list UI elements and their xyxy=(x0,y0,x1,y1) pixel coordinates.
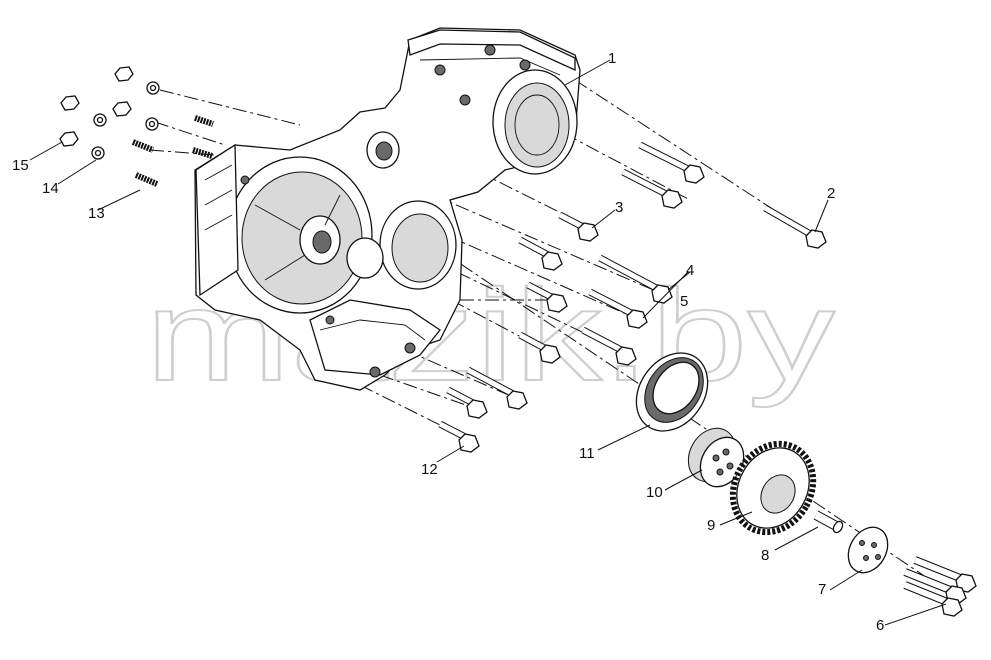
callout-13: 13 xyxy=(88,205,105,222)
leader-lines xyxy=(29,59,947,626)
idler-gear xyxy=(729,440,817,536)
callout-1: 1 xyxy=(608,50,616,67)
callout-14: 14 xyxy=(42,180,59,197)
gear-housing xyxy=(194,27,581,391)
callout-2: 2 xyxy=(827,185,835,202)
callout-9: 9 xyxy=(707,517,715,534)
long-bolt-group-2 xyxy=(621,141,827,249)
bolts-6 xyxy=(903,556,977,617)
callout-4: 4 xyxy=(686,262,694,279)
callout-12: 12 xyxy=(421,461,438,478)
pin xyxy=(813,510,844,534)
callout-3: 3 xyxy=(615,199,623,216)
seal-ring xyxy=(635,352,709,432)
callout-labels: 1 2 3 4 5 6 7 8 9 10 11 12 13 14 15 xyxy=(12,50,884,634)
thrust-plate xyxy=(847,526,889,574)
callout-7: 7 xyxy=(818,581,826,598)
callout-15: 15 xyxy=(12,157,29,174)
callout-6: 6 xyxy=(876,617,884,634)
callout-10: 10 xyxy=(646,484,663,501)
bolts-4-5 xyxy=(518,236,673,366)
callout-11: 11 xyxy=(579,445,595,462)
callout-8: 8 xyxy=(761,547,769,564)
bolts-12 xyxy=(438,366,528,453)
small-fasteners xyxy=(59,66,214,187)
callout-5: 5 xyxy=(680,293,688,310)
